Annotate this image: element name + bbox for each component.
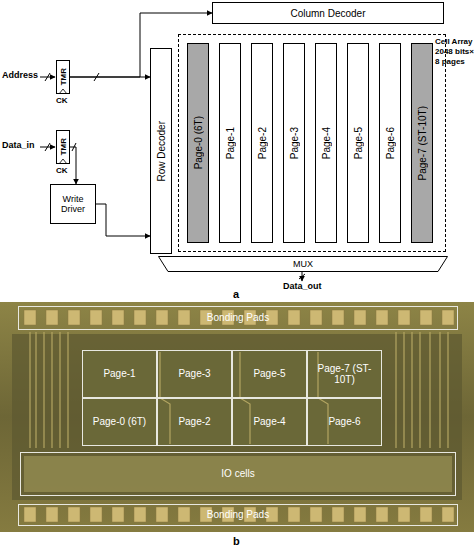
page-bar: Page-0 (6T) [187,43,209,243]
signal-wire [96,204,150,236]
clock-name: CK [56,166,68,175]
page-region: Page-4 [232,398,307,446]
page-bar: Page-1 [219,43,241,243]
block-label: Row Decoder [156,121,167,182]
clock-symbol [59,89,67,94]
bus-slash [72,143,76,151]
register-box: TMR [56,130,70,164]
signal-wire [70,147,76,184]
cell-array: Cell Array 2048 bits× 8 pagesPage-0 (6T)… [178,34,446,252]
bus-slash [45,143,50,151]
block-label: Bonding Pads [207,312,269,324]
pad-band: Bonding Pads [18,306,458,330]
block-label: Page-3 [289,127,300,159]
panel-letter: b [233,535,240,547]
signal-name: Address [2,70,38,80]
decoder-box: Row Decoder [150,48,172,254]
page-region: Page-3 [157,350,232,398]
block-label: TMR [59,68,68,85]
block-label: Page-5 [253,368,285,380]
page-bar: Page-7 (ST-10T) [411,43,433,243]
input-wire [40,77,55,78]
signal-name: Data_out [283,281,322,291]
block-label: Column Decoder [290,8,365,19]
signal-wire [70,13,212,77]
block-label: Page-3 [178,368,210,380]
block-label: MUX [293,259,313,269]
block-label: Page-1 [103,368,135,380]
page-region: Page-6 [307,398,382,446]
block-label: Page-4 [253,416,285,428]
block-label: Write Driver [51,194,95,214]
output-wire [302,272,303,281]
block-label: Page-1 [225,127,236,159]
page-region: Page-2 [157,398,232,446]
bus-slash [94,73,99,81]
array-heading: Cell Array 2048 bits× 8 pages [435,37,474,67]
block-label: Bonding Pads [207,509,269,521]
page-bar: Page-2 [251,43,273,243]
clock-name: CK [56,96,68,105]
bus-slash [45,73,50,81]
block-label: IO cells [221,468,254,480]
bus-slash [299,274,305,279]
decoder-box: Column Decoder [212,2,444,24]
page-bar: Page-6 [379,43,401,243]
input-wire [40,147,55,148]
block-label: Page-6 [328,416,360,428]
block-label: Page-2 [257,127,268,159]
mux-trapezoid: MUX [158,256,448,272]
panel-letter: a [233,288,239,300]
block-label: Page-5 [353,127,364,159]
block-label: Page-0 (6T) [93,416,146,428]
page-region: Page-7 (ST-10T) [307,350,382,398]
block-label: Page-6 [385,127,396,159]
page-bar: Page-5 [347,43,369,243]
pad-band: Bonding Pads [18,504,458,526]
page-region: Page-0 (6T) [82,398,157,446]
signal-wire [70,77,150,78]
page-bar: Page-4 [315,43,337,243]
page-bar: Page-3 [283,43,305,243]
block-label: Page-7 (ST-10T) [308,363,381,386]
io-band: IO cells [20,452,456,496]
driver-box: Write Driver [50,184,96,224]
page-region: Page-5 [232,350,307,398]
block-label: Page-7 (ST-10T) [417,106,428,180]
block-label: TMR [59,138,68,155]
block-label: Page-4 [321,127,332,159]
page-region: Page-1 [82,350,157,398]
block-label: Page-2 [178,416,210,428]
block-label: Page-0 (6T) [193,116,204,169]
register-box: TMR [56,60,70,94]
signal-name: Data_in [2,140,35,150]
clock-symbol [59,159,67,164]
